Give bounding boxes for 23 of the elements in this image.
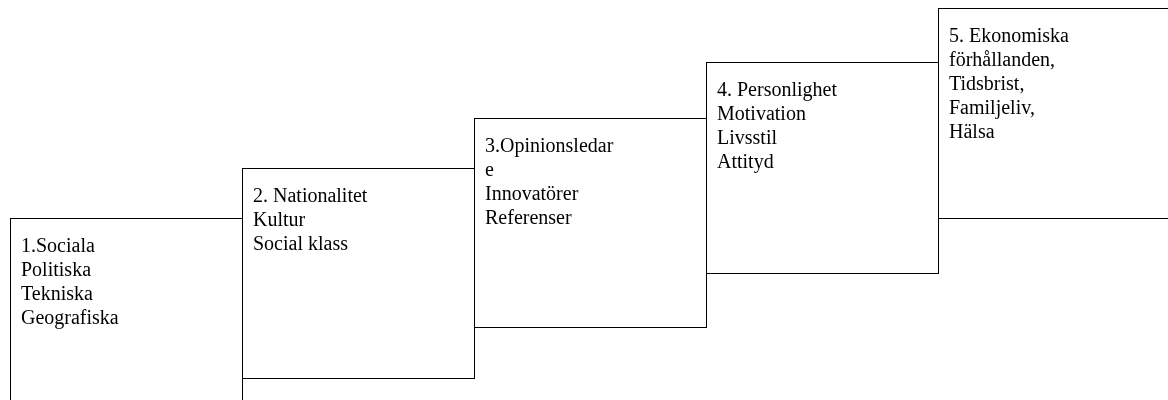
step-box (706, 62, 939, 274)
step-text: Familjeliv, (949, 95, 1035, 119)
step-text: 3.Opinionsledar e (485, 133, 615, 181)
step-text: Tidsbrist, (949, 71, 1025, 95)
step-text: 2. Nationalitet (253, 183, 368, 207)
step-text: Social klass (253, 231, 348, 255)
step-box (938, 8, 1168, 219)
step-text: Politiska (21, 257, 91, 281)
step-text: 4. Personlighet (717, 77, 837, 101)
step-text: Tekniska (21, 281, 93, 305)
step-box (10, 218, 243, 400)
step-text: Motivation (717, 101, 806, 125)
step-text: Referenser (485, 205, 572, 229)
step-text: Kultur (253, 207, 306, 231)
step-text: Geografiska (21, 305, 119, 329)
step-text: Innovatörer (485, 181, 579, 205)
step-text: 5. Ekonomiska förhållanden, (949, 23, 1070, 71)
step-text: Livsstil (717, 125, 777, 149)
step-text: 1.Sociala (21, 233, 95, 257)
step-box (474, 118, 707, 328)
step-text: Hälsa (949, 119, 995, 143)
step-text: Attityd (717, 149, 774, 173)
step-box (242, 168, 475, 379)
